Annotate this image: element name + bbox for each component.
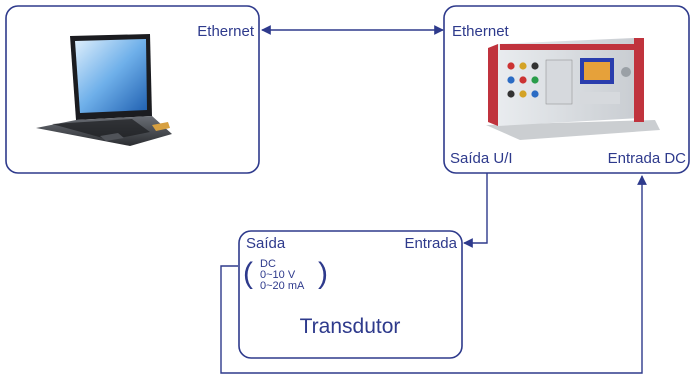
input-dc-label: Entrada DC: [608, 150, 687, 167]
laptop-ethernet-label: Ethernet: [197, 23, 255, 40]
transducer-box: [238, 230, 463, 359]
output-ui-label: Saída U/I: [450, 150, 513, 167]
transducer-name: Transdutor: [300, 315, 401, 338]
output-to-transducer-line: [463, 173, 488, 248]
signal-current: 0~20 mA: [260, 280, 305, 292]
test-set-ethernet-label: Ethernet: [452, 23, 510, 40]
relay-test-set-icon: [486, 38, 660, 140]
transducer-output-label: Saída: [246, 235, 286, 252]
signal-voltage: 0~10 V: [260, 269, 296, 281]
laptop-icon: [36, 34, 172, 146]
signal-dc: DC: [260, 258, 276, 270]
signal-close-paren: ): [318, 257, 328, 290]
signal-open-paren: (: [243, 257, 253, 290]
transducer-input-label: Entrada: [404, 235, 457, 252]
transducer-to-input-line: [220, 175, 647, 374]
